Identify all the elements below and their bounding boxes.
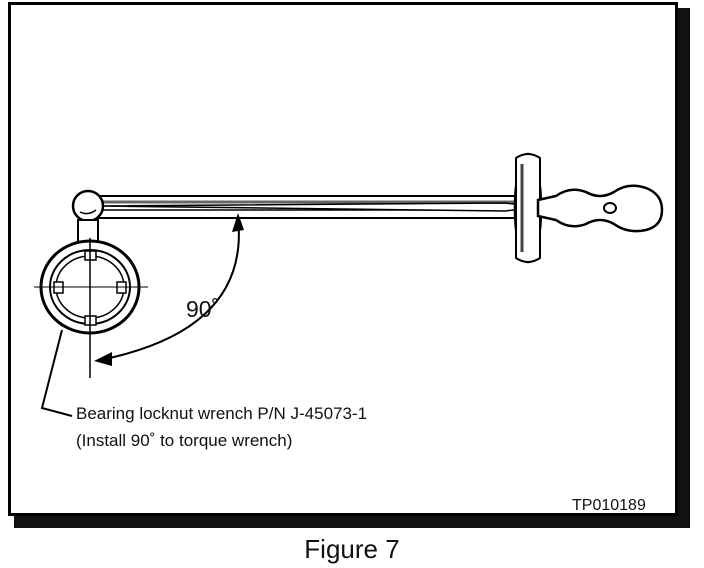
bearing-locknut-wrench — [34, 238, 148, 378]
angle-label: 90˚ — [186, 296, 220, 322]
figure-caption: Figure 7 — [304, 534, 400, 564]
wrench-shaft — [91, 195, 541, 219]
arc-arrowhead-bottom — [94, 352, 112, 366]
angle-arc — [94, 213, 244, 366]
callout-label-instruction: (Install 90˚ to torque wrench) — [76, 431, 293, 450]
arc-arrowhead-top — [232, 213, 244, 232]
wrench-handle — [536, 184, 664, 233]
callout-leader — [40, 329, 73, 417]
wrench-head-ball — [71, 189, 105, 223]
callout-label-part: Bearing locknut wrench P/N J-45073-1 — [76, 404, 368, 423]
adapter-neck — [77, 219, 99, 243]
scale-dial — [513, 152, 543, 264]
figure-code: TP010189 — [572, 497, 646, 514]
